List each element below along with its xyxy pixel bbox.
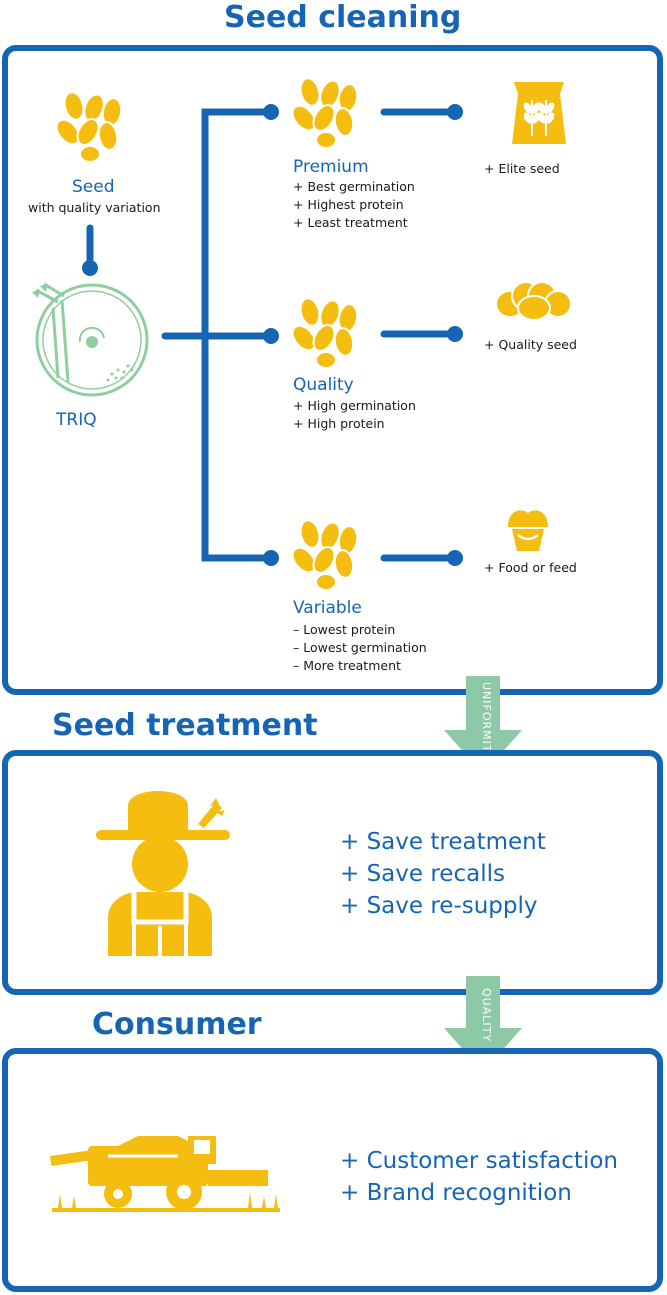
- seed-treatment-title: Seed treatment: [52, 708, 318, 743]
- seed-sublabel: with quality variation: [28, 200, 161, 215]
- triq-label: TRIQ: [56, 410, 97, 430]
- muffin-icon: [508, 510, 548, 551]
- premium-seed-icon: [288, 78, 361, 149]
- treatment-benefit: + Save recalls: [340, 861, 505, 887]
- branch-variable-line: – Lowest germination: [293, 640, 427, 655]
- grain-sack-icon: [512, 82, 566, 144]
- seed-cleaning-title: Seed cleaning: [224, 0, 462, 35]
- consumer-benefit: + Brand recognition: [340, 1180, 572, 1206]
- triq-machine-icon: [32, 282, 149, 397]
- branch-premium-line: + Best germination: [293, 179, 415, 194]
- branch-premium-line: + Highest protein: [293, 197, 404, 212]
- seed-label: Seed: [72, 177, 115, 197]
- branch-variable-line: – More treatment: [293, 658, 401, 673]
- uniformity-arrow: UNIFORMITY: [444, 676, 522, 774]
- branch-quality-line: + High germination: [293, 398, 416, 413]
- quality-seed-icon: [288, 298, 361, 369]
- quality-outcome: + Quality seed: [484, 337, 577, 352]
- braided-bread-icon: [495, 281, 572, 321]
- consumer-title: Consumer: [92, 1007, 262, 1042]
- branch-variable-line: – Lowest protein: [293, 622, 396, 637]
- premium-outcome: + Elite seed: [484, 161, 560, 176]
- variable-outcome: + Food or feed: [484, 560, 577, 575]
- quality-label: QUALITY: [480, 988, 493, 1042]
- flow-connectors: [82, 104, 463, 566]
- seed-cluster-icon: [51, 92, 125, 163]
- consumer-benefit: + Customer satisfaction: [340, 1148, 618, 1174]
- combine-harvester-icon: [50, 1136, 280, 1212]
- farmer-icon: [96, 791, 230, 956]
- branch-premium-name: Premium: [293, 157, 369, 177]
- branch-quality-name: Quality: [293, 375, 354, 395]
- branch-premium-line: + Least treatment: [293, 215, 408, 230]
- branch-quality-line: + High protein: [293, 416, 385, 431]
- uniformity-label: UNIFORMITY: [480, 682, 493, 760]
- treatment-benefit: + Save treatment: [340, 829, 546, 855]
- treatment-benefit: + Save re-supply: [340, 893, 538, 919]
- branch-variable-name: Variable: [293, 598, 362, 618]
- variable-seed-icon: [288, 520, 361, 591]
